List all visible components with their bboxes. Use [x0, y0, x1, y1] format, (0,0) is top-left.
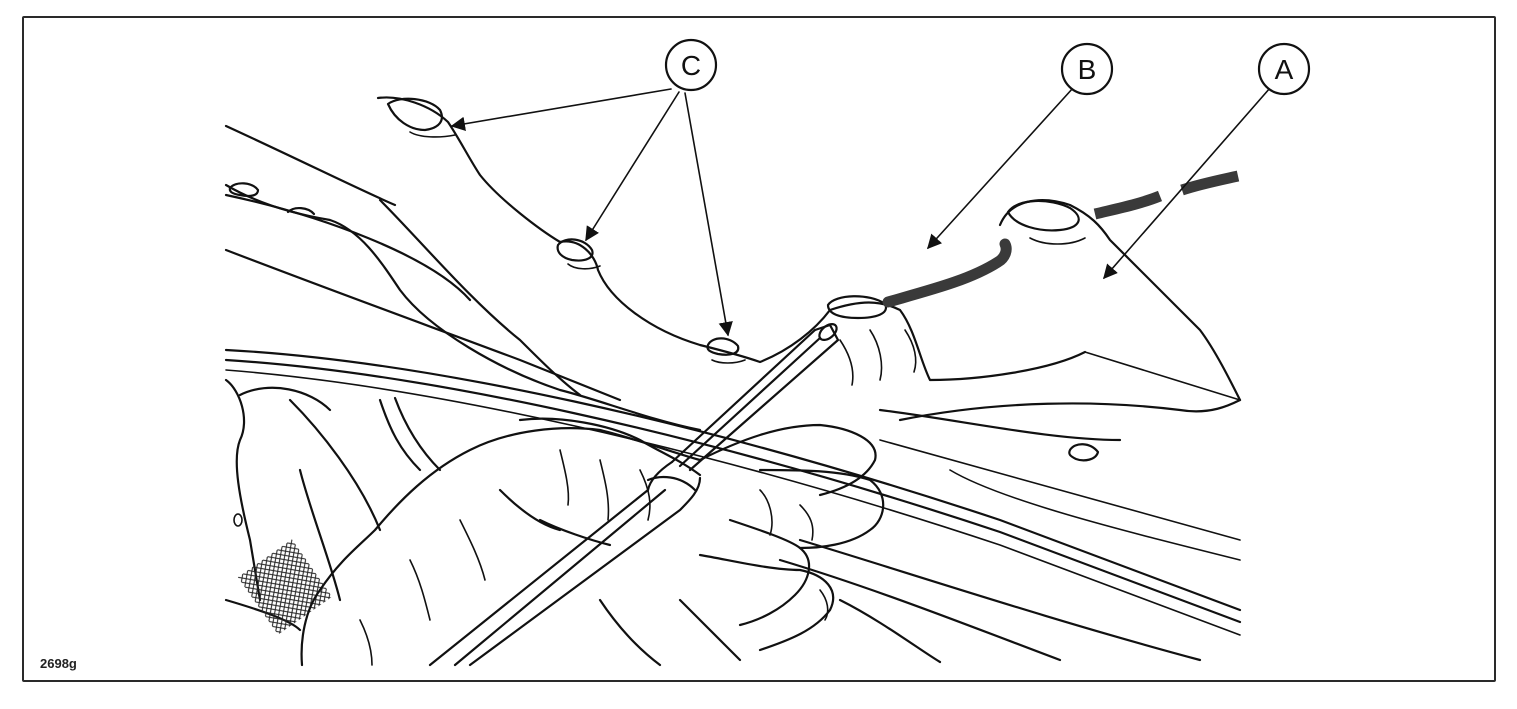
callout-a-label: A [1275, 54, 1294, 85]
retainer-clip [826, 295, 888, 320]
leader-arrow-c1 [450, 88, 672, 131]
leader-arrow-c3 [684, 92, 733, 337]
trim-clip [706, 337, 740, 356]
callout-c-label: C [681, 50, 701, 81]
leader-arrow-b [927, 87, 1074, 250]
trim-clip [556, 238, 594, 262]
flat-blade-tool [428, 322, 840, 667]
body-structure [224, 124, 1242, 664]
leader-arrow-c2 [585, 91, 680, 242]
leader-arrow-a [1103, 87, 1271, 280]
callout-c: C [664, 38, 718, 92]
callout-a: A [1257, 42, 1311, 96]
weatherstrip-seal [882, 170, 1240, 308]
trim-clip [386, 97, 443, 132]
gloved-hand-icon [300, 329, 917, 667]
figure-id: 2698g [40, 656, 77, 671]
leader-arrows [450, 87, 1271, 337]
callout-b-label: B [1078, 54, 1097, 85]
trim-panel [224, 96, 1242, 462]
callout-b: B [1060, 42, 1114, 96]
retainer-clip [1006, 199, 1080, 232]
